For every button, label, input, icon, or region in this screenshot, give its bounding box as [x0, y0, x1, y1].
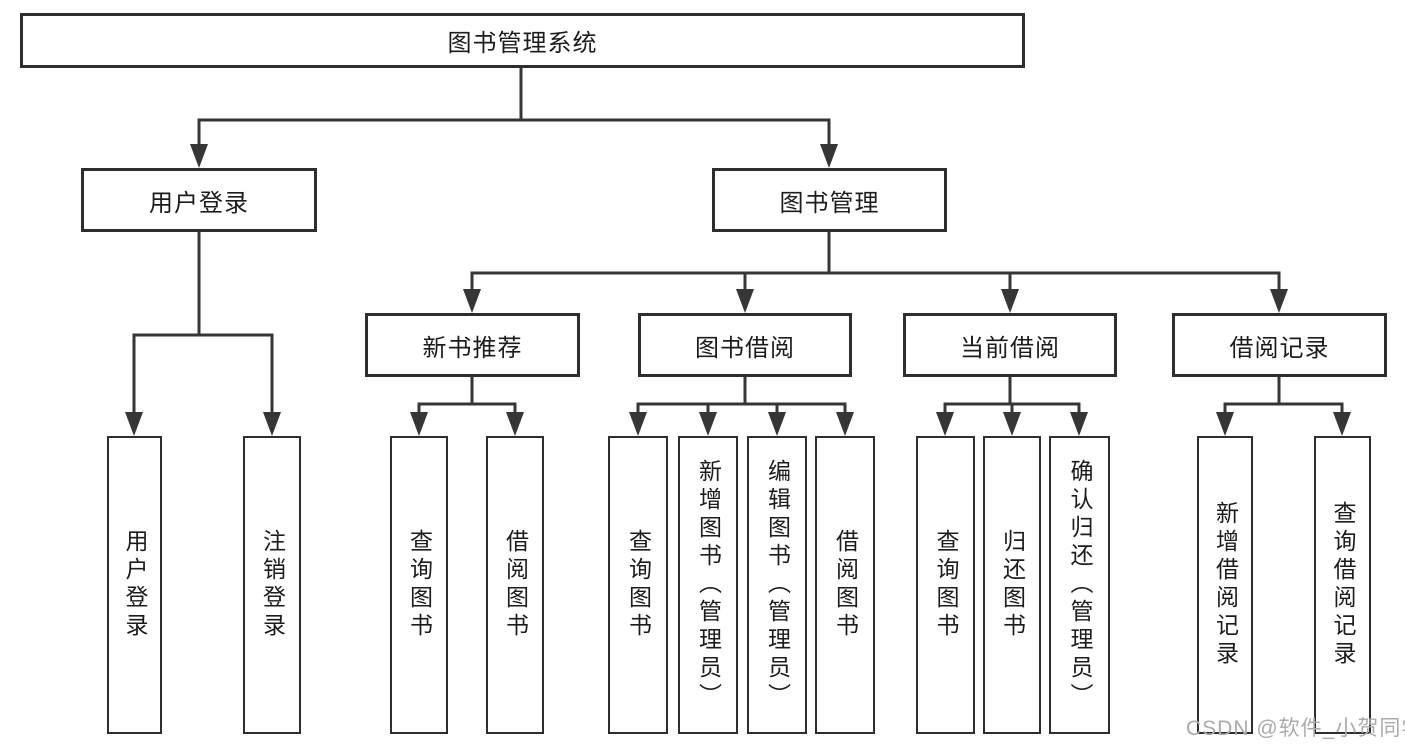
leaf-current-confirm-return-admin: 确认归还（管理员）: [1049, 436, 1110, 734]
arrow-icon: [410, 412, 428, 436]
leaf-current-query-book: 查询图书: [916, 436, 975, 734]
leaf-current-return-book: 归还图书: [983, 436, 1041, 734]
arrow-icon: [125, 412, 143, 436]
connector-line: [197, 68, 831, 146]
arrow-icon: [1003, 412, 1021, 436]
leaf-record-add: 新增借阅记录: [1197, 436, 1253, 734]
connector-line: [636, 377, 847, 414]
arrow-icon: [736, 289, 754, 313]
leaf-user-login: 用户登录: [107, 436, 162, 734]
arrow-icon: [463, 289, 481, 313]
leaf-recommend-borrow-book: 借阅图书: [486, 436, 544, 734]
node-borrow-record: 借阅记录: [1172, 313, 1387, 377]
node-new-book-recommend: 新书推荐: [365, 313, 580, 377]
connector-line: [417, 377, 517, 414]
arrow-icon: [820, 144, 838, 168]
node-current-borrow: 当前借阅: [903, 313, 1117, 377]
node-book-borrow: 图书借阅: [638, 313, 852, 377]
leaf-record-query: 查询借阅记录: [1314, 436, 1371, 734]
connector-line: [943, 377, 1081, 414]
arrow-icon: [768, 412, 786, 436]
leaf-borrow-add-book-admin: 新增图书（管理员）: [678, 436, 738, 734]
node-book-management: 图书管理: [712, 168, 947, 232]
node-user-login: 用户登录: [81, 168, 317, 232]
leaf-borrow-borrow-book: 借阅图书: [815, 436, 875, 734]
leaf-logout-login: 注销登录: [243, 436, 301, 734]
arrow-icon: [190, 144, 208, 168]
leaf-recommend-query-book: 查询图书: [390, 436, 448, 734]
node-root: 图书管理系统: [20, 13, 1025, 68]
arrow-icon: [1070, 412, 1088, 436]
arrow-icon: [1270, 289, 1288, 313]
leaf-borrow-query-book: 查询图书: [608, 436, 668, 734]
connector-line: [132, 232, 274, 414]
watermark: CSDN @软件_小贺同学: [1186, 717, 1405, 740]
arrow-icon: [1001, 289, 1019, 313]
arrow-icon: [936, 412, 954, 436]
arrow-icon: [263, 412, 281, 436]
leaf-borrow-edit-book-admin: 编辑图书（管理员）: [747, 436, 807, 734]
arrow-icon: [1216, 412, 1234, 436]
arrow-icon: [629, 412, 647, 436]
connector-line: [470, 232, 1281, 291]
arrow-icon: [699, 412, 717, 436]
arrow-icon: [836, 412, 854, 436]
connector-line: [1223, 377, 1344, 414]
arrow-icon: [506, 412, 524, 436]
arrow-icon: [1333, 412, 1351, 436]
